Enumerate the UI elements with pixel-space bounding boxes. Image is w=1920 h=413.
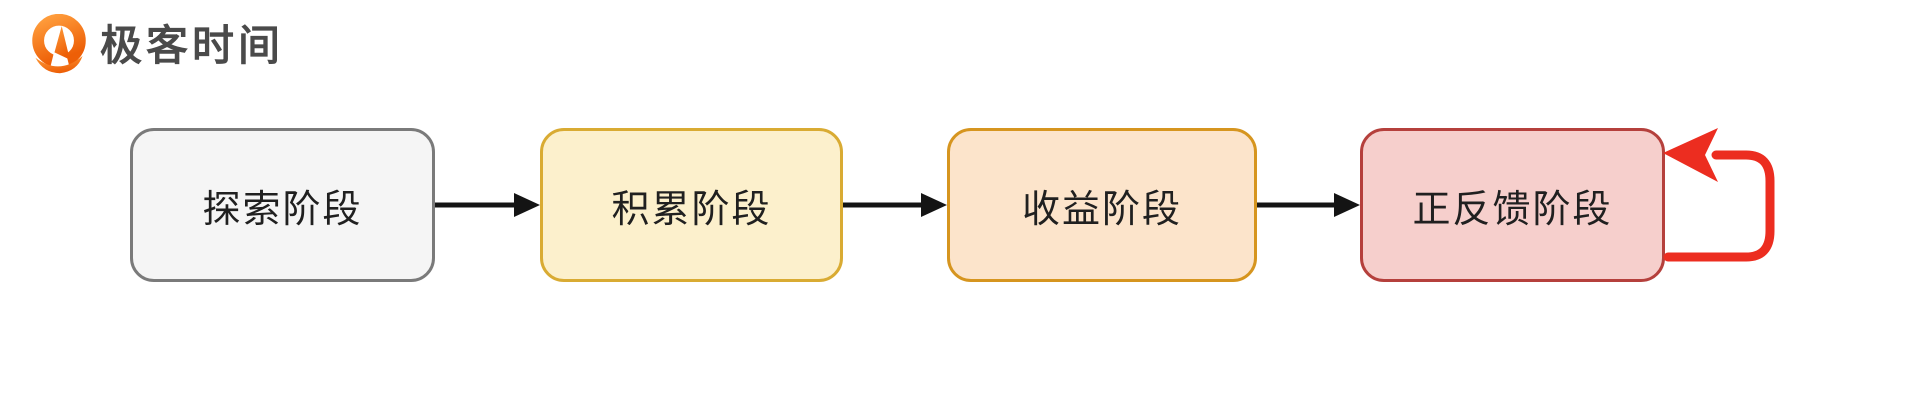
stage-label: 正反馈阶段 <box>1412 188 1613 231</box>
feedback-loop-arrow-icon <box>1663 128 1775 262</box>
geektime-logo-icon <box>32 14 86 74</box>
stage-box-positive-feedback: 正反馈阶段 <box>1360 128 1665 282</box>
brand-name: 极客时间 <box>100 22 285 69</box>
stage-label: 积累阶段 <box>611 188 772 231</box>
arrow-right-icon <box>1257 193 1360 217</box>
stage-label: 探索阶段 <box>202 188 363 231</box>
arrow-right-icon <box>843 193 947 217</box>
stage-label: 收益阶段 <box>1021 188 1182 231</box>
stage-box-explore: 探索阶段 <box>130 128 435 282</box>
arrow-right-icon <box>435 193 540 217</box>
stage-box-revenue: 收益阶段 <box>947 128 1257 282</box>
stage-box-accumulate: 积累阶段 <box>540 128 843 282</box>
brand-logo: 极客时间 <box>30 14 284 78</box>
